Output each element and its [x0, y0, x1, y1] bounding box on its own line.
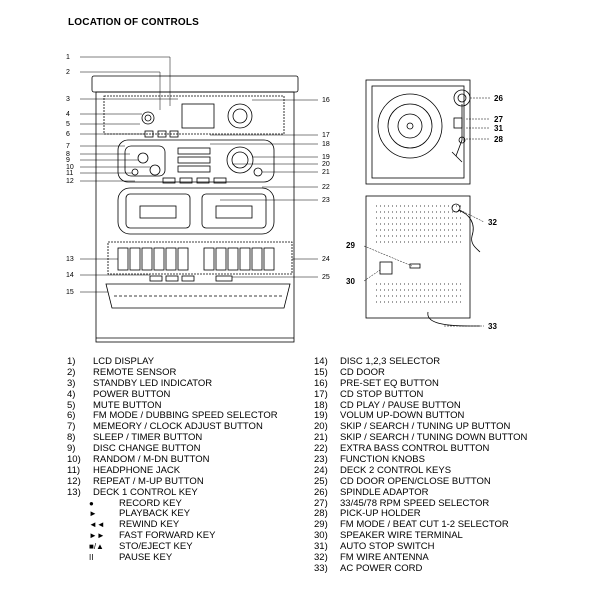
callout-27: 27 [494, 115, 503, 124]
controls-diagram: 1 2 3 4 5 6 7 8 9 10 11 12 13 14 15 16 1… [66, 54, 503, 343]
legend-right: 14)DISC 1,2,3 SELECTOR 15)CD DOOR 16)PRE… [314, 356, 600, 575]
callout-19: 19 [322, 154, 330, 161]
legend-item: 14)DISC 1,2,3 SELECTOR [314, 356, 441, 367]
legend-item: 20)SKIP / SEARCH / TUNING UP BUTTON [314, 421, 511, 433]
callout-31: 31 [494, 124, 503, 133]
fast-forward-icon: ►► [89, 531, 105, 541]
callout-26: 26 [494, 94, 503, 103]
legend-item: 6)FM MODE / DUBBING SPEED SELECTOR [67, 410, 278, 422]
callout-15: 15 [66, 289, 74, 296]
legend-item: 4)POWER BUTTON [67, 388, 171, 400]
legend-item: 9)DISC CHANGE BUTTON [67, 443, 201, 455]
legend-item: 3)STANDBY LED INDICATOR [67, 377, 213, 389]
record-icon: ● [89, 498, 94, 508]
deck-key-item: ►►FAST FORWARD KEY [89, 530, 216, 542]
legend-item: 31)AUTO STOP SWITCH [314, 541, 435, 553]
legend-item: 18)CD PLAY / PAUSE BUTTON [314, 399, 461, 411]
callout-28: 28 [494, 135, 503, 144]
legend-item: 33)AC POWER CORD [314, 562, 423, 574]
legend-item: 23)FUNCTION KNOBS [314, 454, 425, 466]
legend-item: 28)PICK-UP HOLDER [314, 508, 421, 520]
callout-32: 32 [488, 218, 497, 227]
legend-item: 7)MEMEORY / CLOCK ADJUST BUTTON [67, 421, 263, 433]
stop-eject-icon: ■/▲ [89, 542, 104, 552]
legend-item: 29)FM MODE / BEAT CUT 1-2 SELECTOR [314, 519, 509, 531]
deck-key-item: ●RECORD KEY [89, 497, 182, 509]
legend-item: 32)FM WIRE ANTENNA [314, 552, 429, 564]
rear-panel-drawing [365, 195, 481, 327]
legend-item: 24)DECK 2 CONTROL KEYS [314, 464, 452, 476]
callout-8: 8 [66, 151, 70, 158]
callout-6: 6 [66, 131, 70, 138]
callout-16: 16 [322, 97, 330, 104]
play-icon: ► [89, 509, 97, 519]
legend-item: 15)CD DOOR [314, 366, 385, 378]
legend-item: 5)MUTE BUTTON [67, 399, 162, 411]
callout-30: 30 [346, 277, 355, 286]
legend-item: 2)REMOTE SENSOR [67, 366, 177, 378]
callout-18: 18 [322, 141, 330, 148]
legend-item: 13)DECK 1 CONTROL KEY [67, 486, 198, 498]
callout-13: 13 [66, 256, 74, 263]
callout-24: 24 [322, 256, 330, 263]
callout-14: 14 [66, 272, 74, 279]
legend-item: 25)CD DOOR OPEN/CLOSE BUTTON [314, 475, 491, 487]
callout-5: 5 [66, 121, 70, 128]
callout-7: 7 [66, 143, 70, 150]
callout-20: 20 [322, 161, 330, 168]
callout-11: 11 [66, 170, 73, 177]
callout-12: 12 [66, 178, 74, 185]
callout-9: 9 [66, 157, 70, 164]
deck-key-item: ■/▲STO/EJECT KEY [89, 541, 193, 553]
legend-item: 11)HEADPHONE JACK [67, 464, 181, 476]
leader-lines [80, 56, 490, 327]
callout-labels: 1 2 3 4 5 6 7 8 9 10 11 12 13 14 15 16 1… [66, 54, 503, 331]
lcd-display-outline [181, 103, 215, 129]
legend-item: 30)SPEAKER WIRE TERMINAL [314, 530, 463, 542]
callout-29: 29 [346, 241, 355, 250]
callout-1: 1 [66, 54, 70, 61]
legend-item: 8)SLEEP / TIMER BUTTON [67, 432, 203, 444]
legend-item: 10)RANDOM / M-DN BUTTON [67, 454, 210, 466]
deck-key-item: ►PLAYBACK KEY [89, 508, 191, 520]
deck-key-item: ◄◄REWIND KEY [89, 519, 180, 531]
legend-item: 1)LCD DISPLAY [67, 356, 155, 367]
rewind-icon: ◄◄ [89, 520, 105, 530]
pause-icon: II [89, 553, 94, 563]
legend-item: 12)REPEAT / M-UP BUTTON [67, 475, 204, 487]
callout-33: 33 [488, 322, 497, 331]
legend-item: 16)PRE-SET EQ BUTTON [314, 377, 439, 389]
callout-21: 21 [322, 169, 330, 176]
legend-item: 26)SPINDLE ADAPTOR [314, 486, 429, 498]
legend-item: 17)CD STOP BUTTON [314, 388, 424, 400]
legend-item: 27)33/45/78 RPM SPEED SELECTOR [314, 497, 490, 509]
callout-10: 10 [66, 164, 74, 171]
callout-25: 25 [322, 274, 330, 281]
callout-23: 23 [322, 197, 330, 204]
callout-4: 4 [66, 111, 70, 118]
turntable-drawing [365, 79, 471, 185]
page-title: LOCATION OF CONTROLS [68, 17, 200, 28]
callout-17: 17 [322, 132, 330, 139]
legend-item: 21)SKIP / SEARCH / TUNING DOWN BUTTON [314, 432, 528, 444]
front-unit-drawing [91, 75, 299, 343]
callout-22: 22 [322, 184, 330, 191]
callout-3: 3 [66, 96, 70, 103]
callout-2: 2 [66, 69, 70, 76]
legend-item: 22)EXTRA BASS CONTROL BUTTON [314, 443, 490, 455]
legend-left: 1)LCD DISPLAY 2)REMOTE SENSOR 3)STANDBY … [67, 356, 307, 564]
legend-item: 19)VOLUM UP-DOWN BUTTON [314, 410, 465, 422]
